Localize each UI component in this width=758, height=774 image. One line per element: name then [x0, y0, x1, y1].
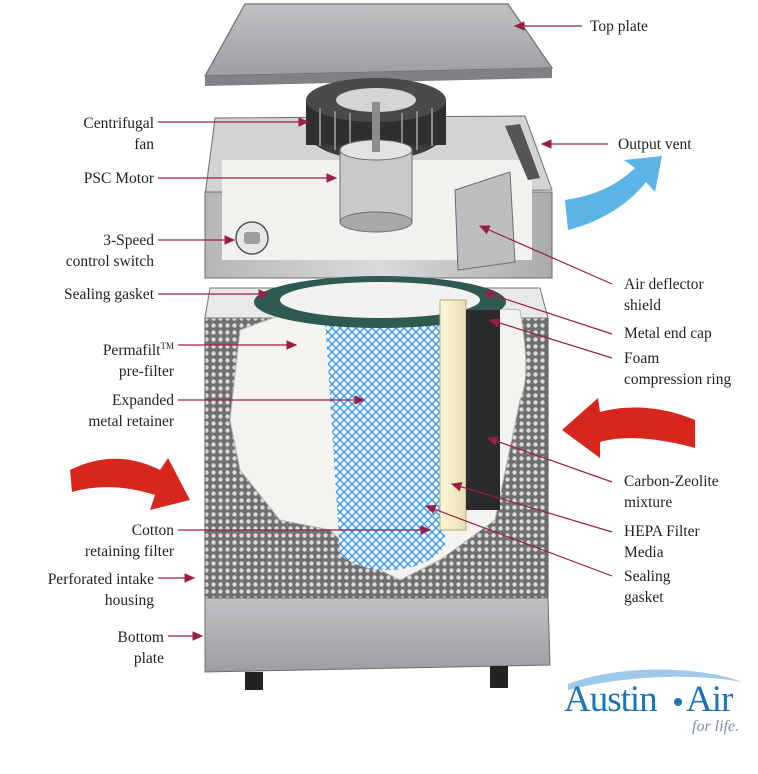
label-output-vent: Output vent — [618, 136, 692, 153]
air-deflector-shield — [454, 171, 516, 271]
bottom-plate — [204, 597, 551, 690]
psc-motor — [339, 102, 413, 233]
austin-air-logo: Austin Air for life. — [560, 664, 750, 744]
label-permafilt-prefilter: PermafiltTM pre-filter — [102, 341, 174, 381]
label-psc-motor: PSC Motor — [83, 170, 154, 187]
hepa-filter-media — [439, 299, 467, 531]
logo-tagline: for life. — [692, 718, 740, 735]
leader-lines — [158, 21, 613, 641]
output-vent-grille — [505, 124, 540, 180]
top-plate — [203, 3, 554, 86]
air-output-arrow — [565, 156, 662, 230]
expanded-metal-retainer — [325, 318, 445, 571]
air-intake-arrow-left — [70, 458, 190, 510]
label-top-plate: Top plate — [590, 18, 648, 35]
logo-word-air: Air — [686, 679, 733, 720]
carbon-zeolite-mixture — [466, 310, 500, 510]
air-intake-arrow-right — [562, 398, 695, 458]
speed-control-knob — [235, 221, 269, 255]
label-sealing-gasket-top: Sealing gasket — [64, 286, 154, 303]
logo-swoosh — [568, 669, 742, 706]
logo-word-austin: Austin — [564, 679, 658, 720]
label-metal-end-cap: Metal end cap — [624, 325, 712, 342]
